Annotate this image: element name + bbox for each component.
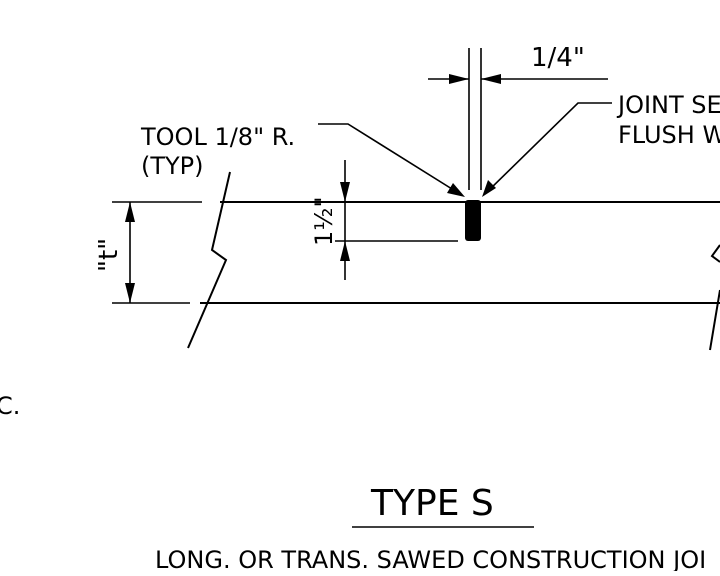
sawcut-joint [465,200,481,241]
joint-sealant-leader [485,102,612,194]
joint-sealant-label-2: FLUSH W [618,121,720,149]
tool-typ-label: (TYP) [141,152,204,180]
tool-radius-label: TOOL 1/8" R. [140,123,295,151]
sawcut-depth-label: 1½" [310,196,338,246]
caption: LONG. OR TRANS. SAWED CONSTRUCTION JOI [155,546,706,571]
tool-radius-arrow [447,183,465,197]
thickness-arrow-bottom [125,283,135,303]
depth-arrow-bottom [340,241,350,261]
thickness-label: "t" [94,238,124,272]
thickness-arrow-top [125,202,135,222]
left-break-line [187,171,231,349]
tool-radius-leader [318,123,461,195]
joint-width-label: 1/4" [531,43,585,73]
joint-width-arrow-left [449,74,469,84]
right-break-line-top [710,244,720,263]
joint-width-arrow-right [481,74,501,84]
joint-sealant-label-1: JOINT SE [616,91,720,119]
joint-sealant-arrow [482,180,496,197]
right-break-line-bottom [709,289,720,351]
type-title: TYPE S [370,483,494,524]
left-edge-fragment: C. [0,392,20,420]
depth-arrow-top [340,182,350,202]
